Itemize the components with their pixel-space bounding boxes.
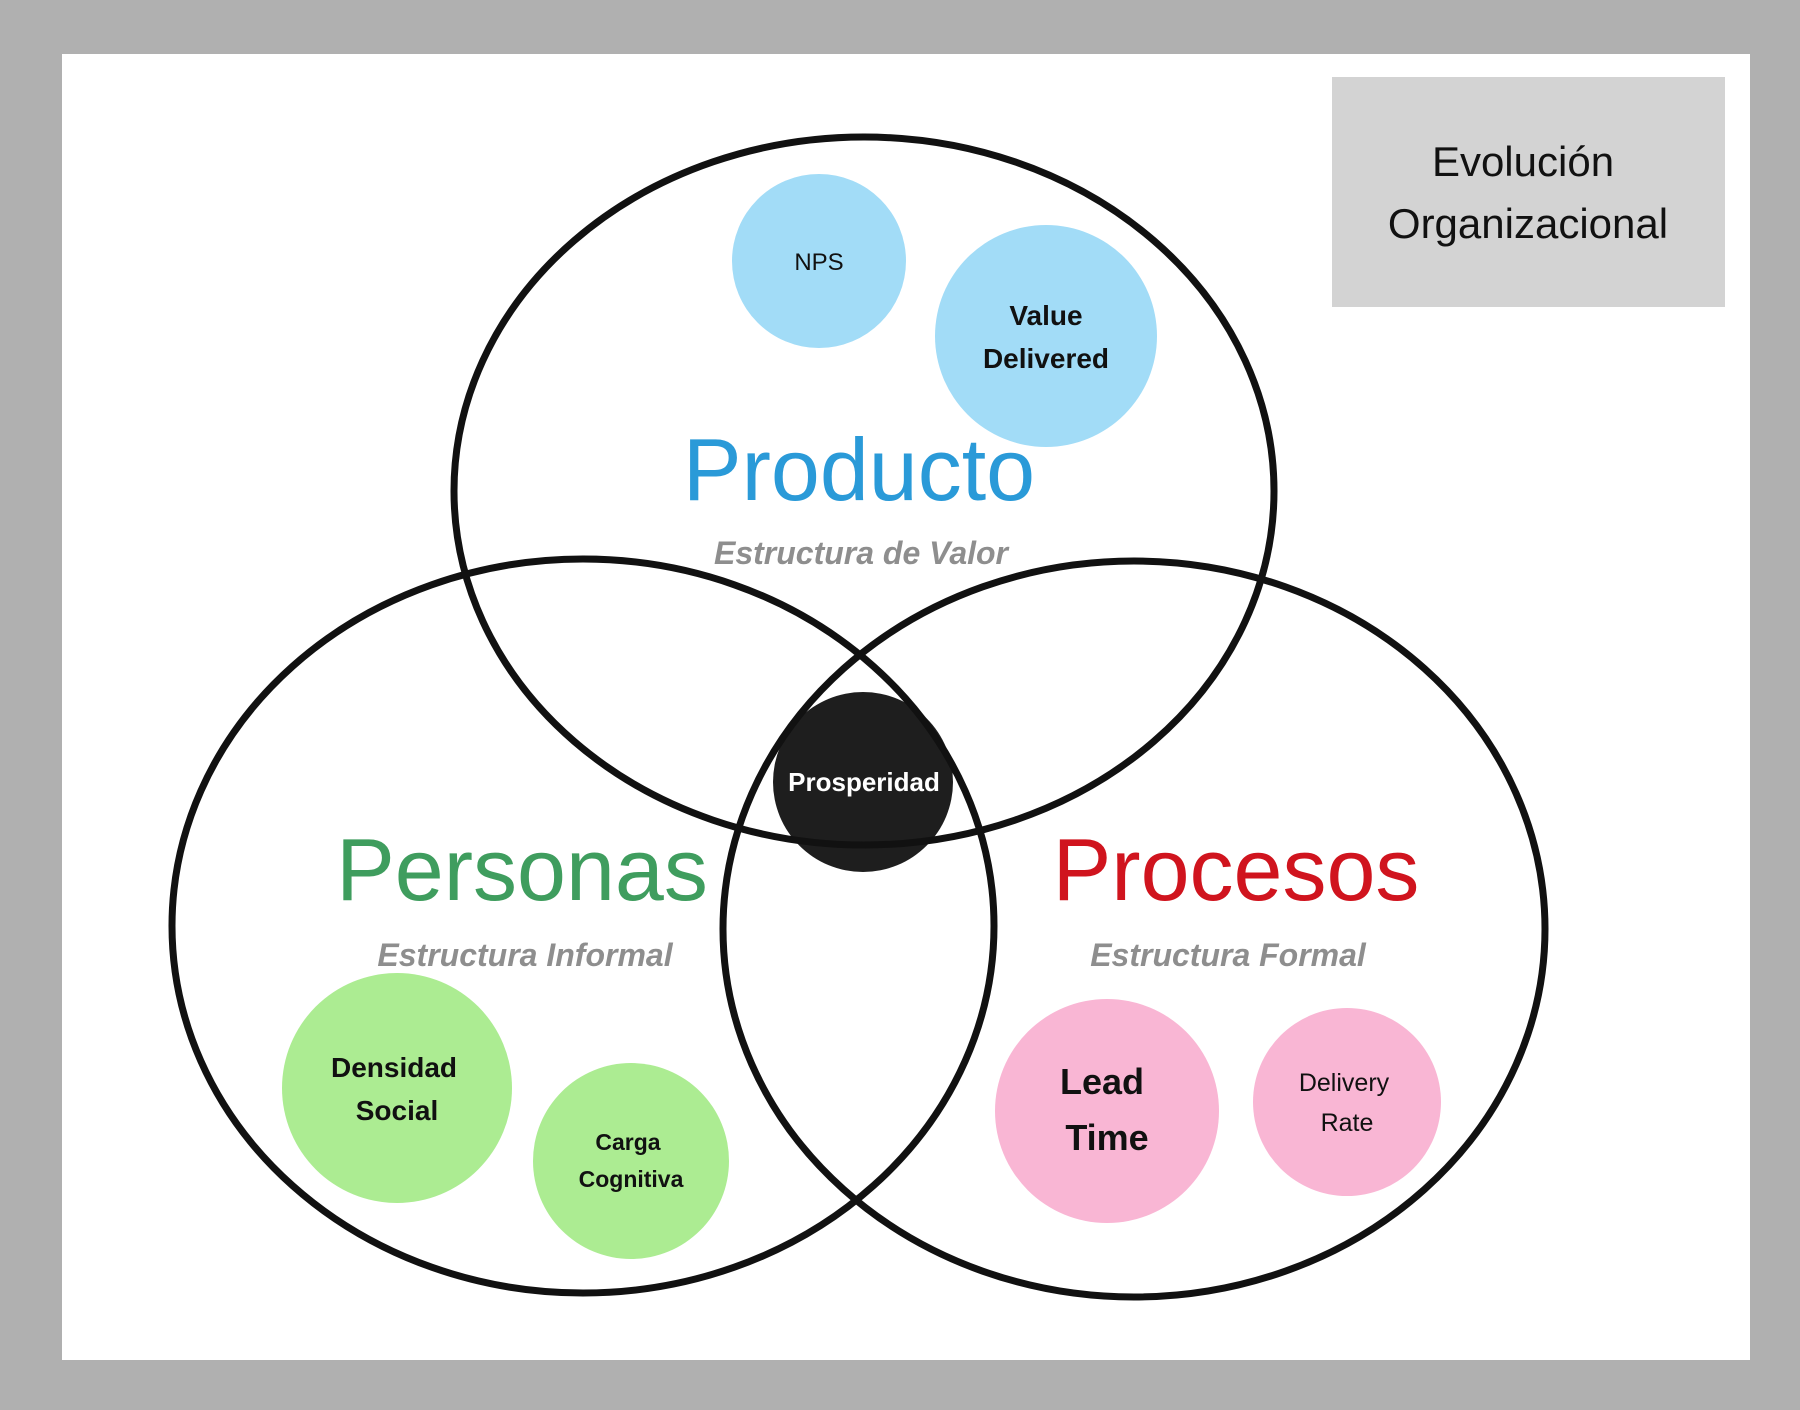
title-box: Evolución Organizacional bbox=[1332, 77, 1725, 307]
metric-delivery-rate: Delivery Rate bbox=[1253, 1008, 1441, 1196]
producto-label: Producto bbox=[683, 420, 1035, 519]
center-prosperidad: Prosperidad bbox=[773, 692, 953, 872]
delivery-rate-line-1: Delivery bbox=[1299, 1069, 1390, 1097]
carga-cognitiva-line-1: Carga bbox=[595, 1129, 660, 1155]
procesos-ring bbox=[719, 557, 1549, 1301]
metric-carga-cognitiva: Carga Cognitiva bbox=[533, 1063, 729, 1259]
procesos-label: Procesos bbox=[1053, 820, 1420, 919]
personas-ring bbox=[168, 555, 998, 1297]
densidad-social-line-1: Densidad bbox=[331, 1052, 457, 1083]
metric-lead-time: Lead Time bbox=[995, 999, 1219, 1223]
producto-ring bbox=[450, 133, 1278, 849]
procesos-subtitle: Estructura Formal bbox=[1090, 937, 1367, 973]
lead-time-line-1: Lead bbox=[1060, 1061, 1144, 1102]
personas-subtitle: Estructura Informal bbox=[377, 937, 673, 973]
title-line-2: Organizacional bbox=[1388, 200, 1668, 247]
carga-cognitiva-line-2: Cognitiva bbox=[579, 1166, 684, 1192]
densidad-social-line-2: Social bbox=[356, 1095, 438, 1126]
nps-label: NPS bbox=[794, 249, 843, 276]
prosperidad-label: Prosperidad bbox=[788, 767, 940, 797]
metric-densidad-social: Densidad Social bbox=[282, 973, 512, 1203]
delivery-rate-line-2: Rate bbox=[1321, 1109, 1374, 1137]
metric-value-delivered: Value Delivered bbox=[935, 225, 1157, 447]
metric-nps: NPS bbox=[732, 174, 906, 348]
personas-label: Personas bbox=[336, 820, 708, 919]
value-delivered-line-2: Delivered bbox=[983, 343, 1109, 374]
title-line-1: Evolución bbox=[1432, 138, 1614, 185]
value-delivered-line-1: Value bbox=[1009, 300, 1082, 331]
producto-subtitle: Estructura de Valor bbox=[714, 535, 1010, 571]
lead-time-line-2: Time bbox=[1065, 1117, 1148, 1158]
